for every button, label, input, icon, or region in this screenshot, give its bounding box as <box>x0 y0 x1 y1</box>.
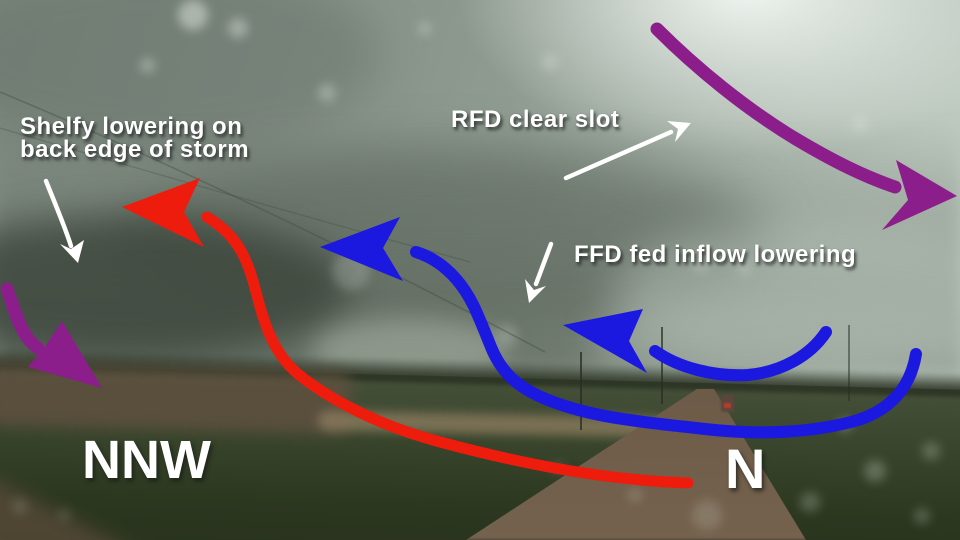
purple-flow-arrow-upper-right <box>650 22 957 230</box>
raindrop <box>418 22 431 35</box>
purple-left-arrow-head <box>28 321 102 388</box>
raindrop <box>864 460 886 482</box>
raindrop <box>800 492 820 512</box>
rfd-clear-slot-label: RFD clear slot <box>451 106 620 133</box>
raindrop <box>178 0 208 30</box>
purple-right-arrow-head <box>882 160 957 230</box>
power-lines <box>0 91 546 353</box>
red-arrow-head <box>122 178 204 247</box>
ffd-pointer-head <box>525 279 546 303</box>
raindrop <box>738 262 751 275</box>
rfd-pointer-head <box>667 121 691 142</box>
raindrop <box>628 488 642 502</box>
compass-n-label: N <box>725 437 766 500</box>
power-pole <box>848 325 850 401</box>
rfd-pointer-stem <box>563 129 674 181</box>
raindrop <box>140 58 155 73</box>
compass-nnw-label: NNW <box>82 430 211 490</box>
rfd-pointer-arrow <box>563 121 691 181</box>
red-arrow-stem <box>201 211 694 489</box>
raindrop <box>914 508 930 524</box>
raindrop <box>228 18 248 38</box>
raindrop <box>922 442 940 460</box>
ffd-pointer-arrow <box>525 241 554 303</box>
raindrop <box>318 84 336 102</box>
blue-main-arrow-head <box>320 217 403 281</box>
power-pole <box>580 352 582 430</box>
ffd-pointer-stem <box>533 241 554 287</box>
blue-inflow-arrow-secondary <box>563 309 832 382</box>
shelfy-lowering-label: Shelfy lowering on back edge of storm <box>20 113 250 163</box>
purple-right-arrow-stem <box>650 22 902 194</box>
red-rfd-flow-arrow <box>122 178 694 489</box>
blue-main-arrow-stem <box>410 246 922 439</box>
vehicle-taillight <box>724 403 731 408</box>
power-pole <box>661 327 663 404</box>
raindrop <box>693 256 708 271</box>
blue-inflow-arrow-main <box>320 217 922 439</box>
ffd-inflow-label: FFD fed inflow lowering <box>574 241 857 268</box>
raindrop <box>852 116 868 132</box>
purple-flow-arrow-left <box>0 282 102 388</box>
raindrop <box>58 508 71 521</box>
purple-left-arrow-stem <box>0 282 45 355</box>
shelfy-pointer-arrow <box>43 178 84 263</box>
shelfy-pointer-head <box>60 240 84 263</box>
shelfy-pointer-stem <box>43 178 74 249</box>
raindrop <box>542 54 558 70</box>
blue-secondary-arrow-head <box>563 309 647 373</box>
raindrop <box>692 500 722 530</box>
blue-secondary-arrow-stem <box>649 326 832 382</box>
raindrop <box>12 498 28 514</box>
raindrop <box>496 324 518 346</box>
